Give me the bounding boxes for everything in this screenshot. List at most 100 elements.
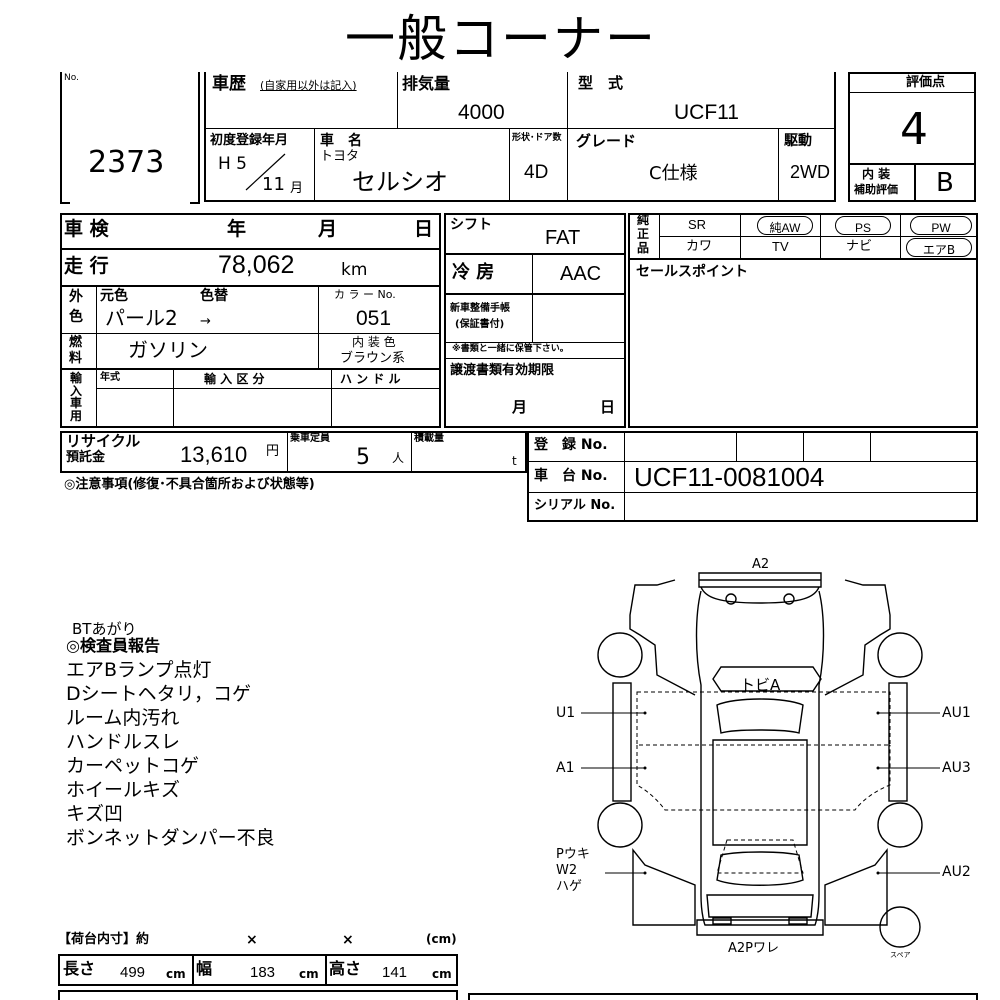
inspector-header-line: BTあがり: [72, 620, 137, 638]
label-au3: AU3: [942, 760, 971, 776]
inspector-item: ホイールキズ: [66, 779, 181, 801]
fuel-value: ガソリン: [128, 338, 208, 362]
color-no-value: 051: [356, 307, 392, 330]
interior-color-value: ブラウン系: [340, 351, 406, 366]
height-value: 141: [382, 964, 408, 981]
load-unit: t: [512, 454, 517, 468]
interior-label-2: 補助評価: [854, 183, 898, 196]
maint-book-label-2: (保証書付): [455, 319, 505, 330]
equip-airbag: エアB: [922, 243, 956, 257]
inspector-item: エアBランプ点灯: [66, 659, 212, 681]
interior-score: B: [936, 168, 954, 198]
inspector-item: キズ凹: [66, 803, 124, 825]
label-p-uki: Pウキ: [556, 847, 590, 862]
shape-doors-label: 形状･ドア数: [512, 133, 562, 143]
equip-navi: ナビ: [846, 239, 873, 254]
recycle-fee: 13,610: [180, 442, 248, 467]
no-label: No.: [64, 73, 79, 83]
history-label: 車歴: [212, 74, 246, 94]
inspector-item: ルーム内汚れ: [66, 707, 180, 729]
lot-number: 2373: [88, 145, 165, 180]
interior-color-label: 内 装 色: [352, 335, 396, 349]
width-value: 183: [250, 964, 276, 981]
exterior-label-2: 色: [69, 309, 83, 325]
displacement-label: 排気量: [402, 74, 451, 93]
bottom-right-box-stub: [468, 993, 978, 1000]
maint-book-label-1: 新車整備手帳: [450, 303, 510, 314]
cargo-times-1: ×: [246, 932, 258, 948]
shift-label: シフト: [450, 217, 492, 233]
cargo-unit: (cm): [426, 932, 457, 946]
maker-value: トヨタ: [320, 149, 360, 164]
sales-point-label: セールスポイント: [636, 264, 748, 280]
color-no-label: カ ラ ー No.: [334, 288, 396, 301]
equip-label-3: 品: [637, 241, 650, 255]
grade-value: C仕様: [649, 163, 698, 184]
handle-label: ハ ン ド ル: [340, 372, 401, 386]
reg-no-label: 登 録 No.: [534, 437, 608, 453]
model-value: UCF11: [674, 101, 739, 124]
inspector-item: ボンネットダンパー不良: [66, 827, 275, 849]
length-label: 長さ: [63, 959, 96, 978]
chassis-value: UCF11-0081004: [634, 462, 825, 492]
inspection-label: 車 検: [64, 218, 109, 240]
history-note: (自家用以外は記入): [260, 79, 357, 92]
transfer-month: 月: [512, 398, 528, 416]
header-grid: [204, 72, 836, 202]
inspector-item: ハンドルスレ: [66, 731, 181, 753]
mileage-value: 78,062: [218, 251, 295, 279]
score-box: [848, 72, 976, 202]
cargo-header: 【荷台内寸】約: [58, 932, 150, 947]
lot-bracket-right: [190, 72, 200, 204]
maint-note: ※書類と一緒に保管下さい。: [452, 344, 569, 354]
repaint-arrow: →: [200, 314, 211, 329]
equip-sr: SR: [688, 217, 707, 232]
inspector-item: Dシートヘタリ，コゲ: [66, 683, 252, 705]
drive-value: 2WD: [790, 162, 830, 182]
equip-tv: TV: [772, 239, 789, 254]
equip-aw: 純AW: [769, 221, 801, 235]
label-hage: ハゲ: [556, 879, 583, 894]
drive-label: 駆動: [784, 133, 812, 149]
cargo-next-row-stub: [58, 990, 458, 1000]
label-tobi: トビA: [740, 676, 781, 694]
equip-aw-circled: 純AW: [757, 216, 813, 235]
cargo-times-2: ×: [342, 932, 354, 948]
fuel-label-1: 燃: [69, 335, 83, 350]
first-reg-label: 初度登録年月: [210, 133, 289, 148]
first-reg-slash: [245, 153, 286, 191]
interior-label-1: 内 装: [862, 167, 891, 181]
score-value: 4: [900, 104, 928, 155]
label-a2-bottom: A2Pワレ: [728, 941, 780, 956]
label-w2: W2: [556, 863, 578, 878]
mileage-unit: km: [341, 260, 368, 280]
height-label: 高さ: [329, 959, 362, 978]
label-au2: AU2: [942, 864, 971, 880]
shape-doors-value: 4D: [524, 162, 549, 183]
year-label: 年: [227, 218, 247, 240]
import-type-label: 輸 入 区 分: [204, 372, 265, 386]
import-label: 輸入車用: [70, 371, 83, 423]
equip-airbag-circled: エアB: [906, 238, 972, 257]
first-reg-month: 11: [262, 174, 285, 195]
equip-pw-circled: PW: [910, 216, 972, 235]
grade-label: グレード: [576, 132, 637, 150]
label-a1: A1: [556, 760, 575, 776]
inspector-title: ◎検査員報告: [66, 636, 160, 655]
fuel-label-2: 料: [69, 351, 83, 366]
yen-unit: 円: [266, 444, 280, 459]
chassis-label: 車 台 No.: [534, 468, 608, 484]
serial-label: シリアル No.: [534, 498, 616, 513]
displacement-value: 4000: [458, 101, 505, 124]
equip-label-2: 正: [637, 227, 650, 241]
color-value: パール2: [105, 306, 178, 330]
capacity-value: 5: [356, 445, 370, 470]
day-label: 日: [414, 218, 434, 240]
recycle-label-1: リサイクル: [66, 432, 141, 450]
length-value: 499: [120, 964, 146, 981]
equip-ps-circled: PS: [835, 216, 891, 235]
shift-value: FAT: [545, 227, 581, 249]
transfer-label: 譲渡書類有効期限: [450, 363, 555, 378]
capacity-label: 乗車定員: [290, 433, 330, 444]
score-label: 評価点: [906, 75, 946, 90]
